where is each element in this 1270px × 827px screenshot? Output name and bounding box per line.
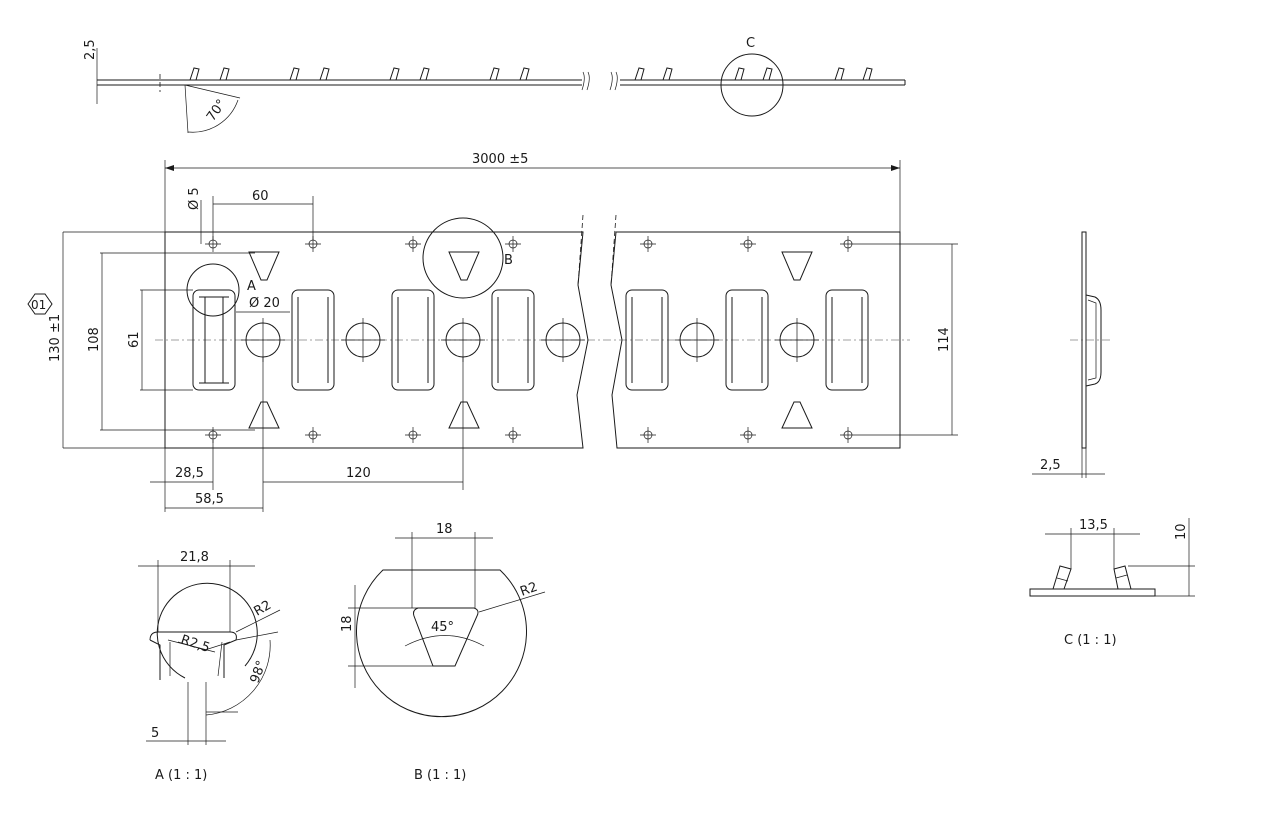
hole-dia-label: Ø 5: [187, 187, 202, 210]
b-r2-label: R2: [518, 580, 539, 600]
a-r2-label: R2: [252, 598, 274, 620]
thk-side-label: 2,5: [1040, 458, 1061, 473]
thk-top-label: 2,5: [83, 39, 98, 60]
height-61-label: 61: [127, 331, 142, 348]
dim-28-5-label: 28,5: [175, 466, 204, 481]
a-width-label: 21,8: [180, 550, 209, 565]
c-height-label: 10: [1174, 523, 1189, 540]
main-plan-view: A B 3000 ±5 60 Ø 5 Ø 20 01 130 ±1 108: [27, 152, 958, 512]
b-height-label: 18: [340, 615, 355, 632]
pitch-60-label: 60: [252, 189, 269, 204]
height-total-label: 130 ±1: [48, 314, 63, 362]
detail-b-marker: B: [504, 253, 513, 268]
c-title-label: C (1 : 1): [1064, 633, 1117, 648]
height-114-label: 114: [937, 327, 952, 352]
detail-a: 21,8 R2 R2,5 98° 5 A (1 : 1): [138, 550, 281, 783]
detail-c: 13,5 10 C (1 : 1): [1029, 518, 1195, 648]
part-number-label: 01: [31, 298, 46, 312]
a-title-label: A (1 : 1): [155, 768, 207, 783]
height-108-label: 108: [87, 327, 102, 352]
detail-c-marker: C: [746, 36, 755, 51]
overall-length-label: 3000 ±5: [472, 152, 528, 167]
b-angle-label: 45°: [431, 620, 454, 635]
detail-a-marker: A: [247, 279, 256, 294]
detail-b: 18 18 R2 45° B (1 : 1): [340, 522, 546, 783]
dim-58-5-label: 58,5: [195, 492, 224, 507]
angle-top-label: 70°: [204, 97, 230, 124]
hole-dia-20-label: Ø 20: [249, 296, 280, 311]
a-angle-label: 98°: [248, 659, 270, 686]
top-side-view: 2,5 70° C: [83, 36, 906, 134]
a-r2-5-label: R2,5: [179, 633, 212, 656]
a-gap-label: 5: [151, 726, 159, 741]
b-title-label: B (1 : 1): [414, 768, 466, 783]
dim-120-label: 120: [346, 466, 371, 481]
right-side-view: 2,5: [1032, 231, 1112, 478]
b-width-label: 18: [436, 522, 453, 537]
c-width-label: 13,5: [1079, 518, 1108, 533]
